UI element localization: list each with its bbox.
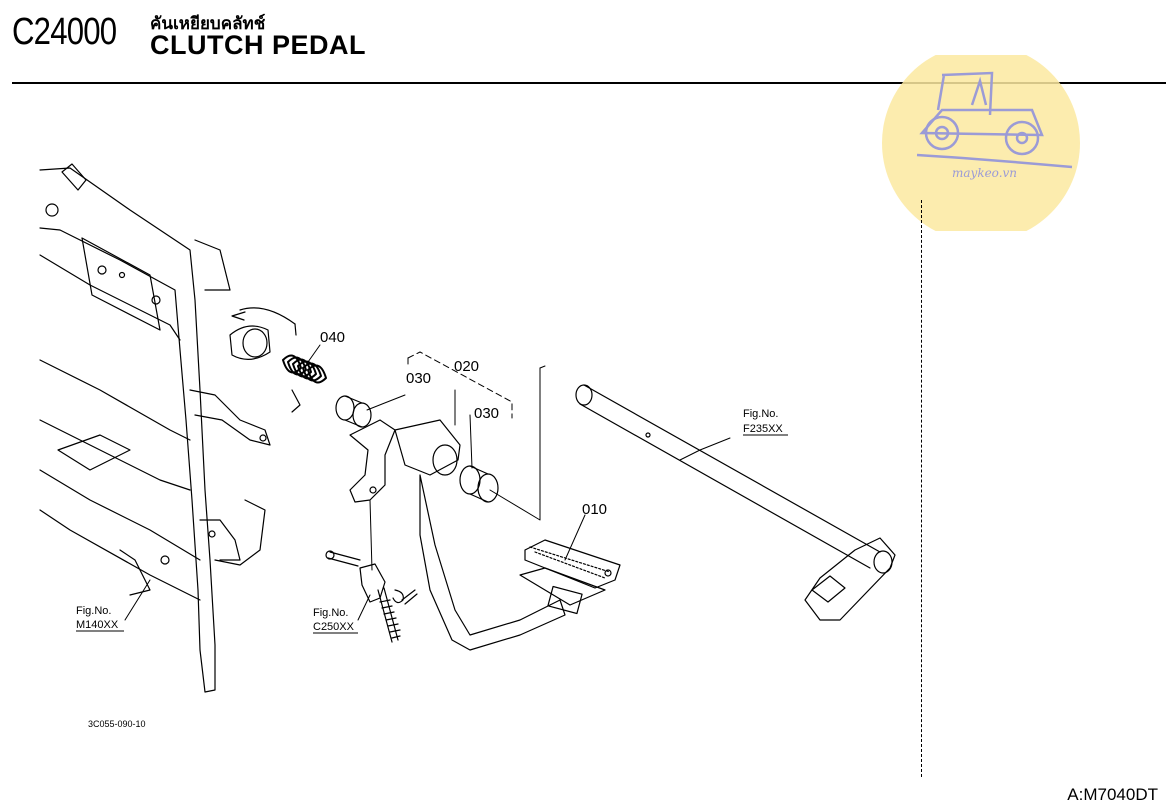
shaft-f235 [575,384,896,621]
bushing-030-right [459,465,499,503]
section-code: C24000 [12,11,117,53]
part-label-030-left: 030 [406,370,431,387]
ref-c250-fig: Fig.No. [313,607,348,619]
frame-divider [921,200,922,777]
model-code: A:M7040DT [1067,785,1158,804]
ref-m140-fig: Fig.No. [76,605,111,617]
frame-bracket [39,163,271,693]
bushing-030-left [335,395,372,428]
title-thai: คันเหยียบคลัทช์ [150,14,266,34]
pedal-arm-020 [349,419,566,651]
part-label-030-right: 030 [474,405,499,422]
tractor-icon [916,71,1073,169]
pedal-pad-010 [519,539,621,615]
watermark-text: maykeo.vn [952,166,1017,180]
part-label-040: 040 [320,329,345,346]
spring-040 [229,307,327,413]
drawing-number: 3C055-090-10 [88,719,146,729]
group-bracket-020 [407,351,513,419]
part-label-020: 020 [454,358,479,375]
linkage-c250 [325,550,418,643]
header-rule [12,82,1166,84]
exploded-diagram: 040 020 030 030 010 Fig.No. M140XX Fig.N… [39,163,896,729]
page-title: CLUTCH PEDAL [150,30,366,60]
ref-f235-fig: Fig.No. [743,408,778,420]
ref-c250-code: C250XX [313,621,355,633]
ref-m140-code: M140XX [76,619,119,631]
watermark-logo: maykeo.vn [882,55,1080,231]
leader-lines [124,344,731,621]
ref-f235-code: F235XX [743,423,783,435]
part-label-010: 010 [582,501,607,518]
